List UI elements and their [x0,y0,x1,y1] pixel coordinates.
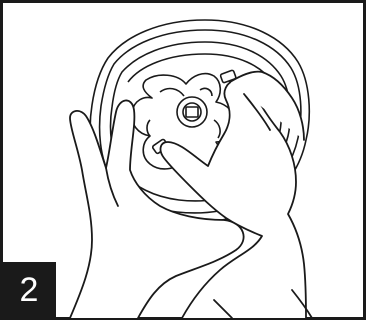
arm-outline [213,289,313,319]
step-number-badge: 2 [2,262,56,318]
left-hand-icon [69,99,245,319]
right-hand-icon [159,70,307,319]
